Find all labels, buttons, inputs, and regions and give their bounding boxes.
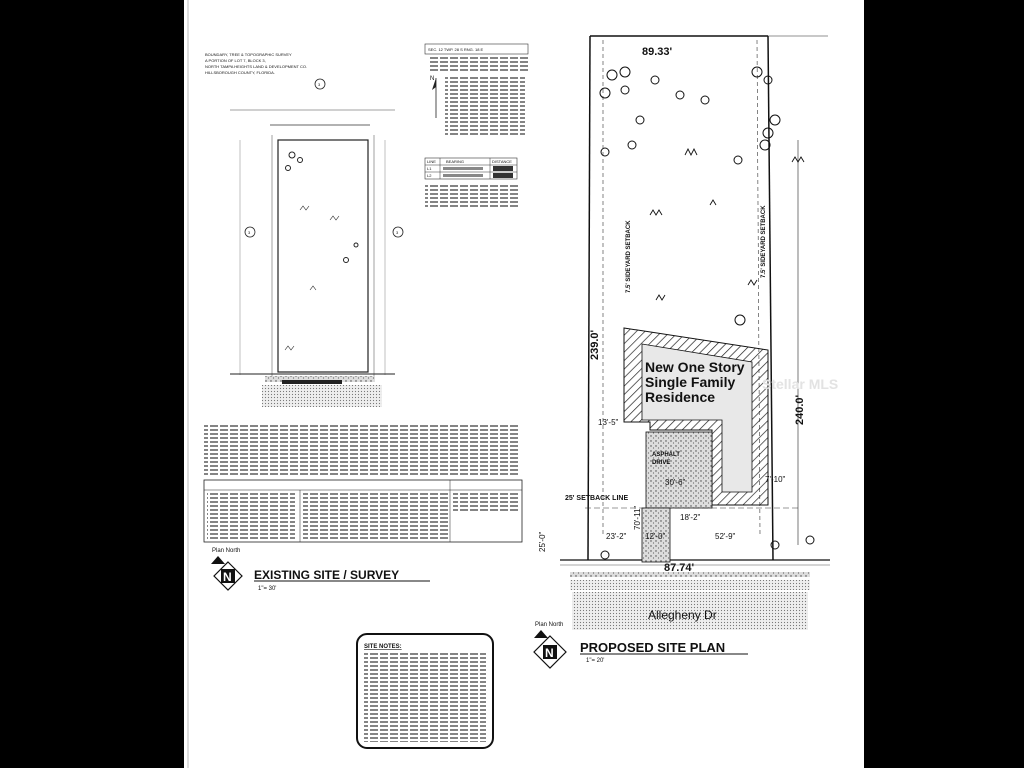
trees [599,66,815,560]
svg-text:L1: L1 [427,166,432,171]
proposed-title: PROPOSED SITE PLAN [580,640,725,655]
dim-30-6: 30'-6" [665,478,686,487]
survey-title-line-4: HILLSBOROUGH COUNTY, FLORIDA. [205,70,275,75]
dim-7-10: 7'-10" [765,475,786,484]
drive-label-line-1: ASPHALT [652,452,680,458]
survey-title-table [203,479,523,543]
survey-title: EXISTING SITE / SURVEY [254,568,399,582]
asphalt-drive [645,431,713,509]
legal-description [204,424,520,476]
line-table: LINE BEARING DISTANCE L1 L2 [424,157,518,180]
house-footprint [623,327,769,506]
dim-13-5: 13'-5" [598,418,619,427]
site-notes-title: SITE NOTES: [364,644,402,650]
drive-label-line-2: DRIVE [652,460,670,466]
house-label-line-3: Residence [645,389,715,405]
dim-12-0: 12'-0" [645,532,666,541]
survey-north-arrow: N [430,76,437,118]
proposed-scale: 1"= 20' [586,658,604,664]
dim-23-2: 23'-2" [606,532,627,541]
svg-text:L2: L2 [427,173,432,178]
survey-title-line-2: A PORTION OF LOT 7, BLOCK 3, [205,58,266,63]
lot-number-top: 3 [318,82,321,87]
svg-text:BEARING: BEARING [446,159,464,164]
section-label: SEC. 12 TWP. 28 S RNG. 18 E [428,47,484,52]
survey-lot: 3 3 [230,109,404,407]
survey-plan-north: Plan North N [211,548,243,591]
survey-scale: 1"= 30' [258,586,276,592]
section-label-box [424,43,529,55]
proposed-north-letter: N [545,646,554,660]
svg-text:3: 3 [248,230,251,235]
survey-north-letter: N [223,570,232,584]
survey-notes-block [445,76,525,136]
svg-text:N: N [430,76,434,82]
drive-apron [641,507,671,563]
street-name: Allegheny Dr [648,608,717,622]
setback-right: 7.5' SIDEYARD SETBACK [761,205,767,278]
house-label-line-1: New One Story [645,359,745,375]
house-label-line-2: Single Family [645,374,735,390]
proposed-plan-north-label: Plan North [535,622,563,628]
dim-left: 239.0' [589,329,601,360]
survey-note-text [428,57,528,71]
site-notes-box: SITE NOTES: [356,633,494,749]
dim-top: 89.33' [642,46,673,58]
proposed-plan-north: Plan North N [533,622,567,669]
dim-25: 25'-0" [538,531,547,552]
survey-plan-north-label: Plan North [212,548,240,554]
survey-title-line-3: NORTH TAMPA HEIGHTS LAND & DEVELOPMENT C… [205,64,307,69]
mls-watermark: Stellar MLS [762,376,838,392]
setback-left: 7.5' SIDEYARD SETBACK [626,220,632,293]
svg-text:DISTANCE: DISTANCE [492,159,512,164]
setback-front: 25' SETBACK LINE [565,495,628,502]
survey-title-block: BOUNDARY, TREE & TOPOGRAPHIC SURVEY A PO… [205,52,307,75]
dim-18-2: 18'-2" [680,513,701,522]
lot-circle-top [314,78,326,90]
proposed-lot [560,35,830,561]
shrub-symbols [649,147,805,301]
svg-text:3: 3 [396,230,399,235]
survey-title-line-1: BOUNDARY, TREE & TOPOGRAPHIC SURVEY [205,52,292,57]
dim-right: 240.0' [794,394,806,425]
street-curb [560,564,830,630]
dim-70-11: 70'-11" [633,506,642,530]
benchmark-notes [425,185,520,207]
dim-52-9: 52'-9" [715,532,736,541]
svg-text:LINE: LINE [427,159,436,164]
